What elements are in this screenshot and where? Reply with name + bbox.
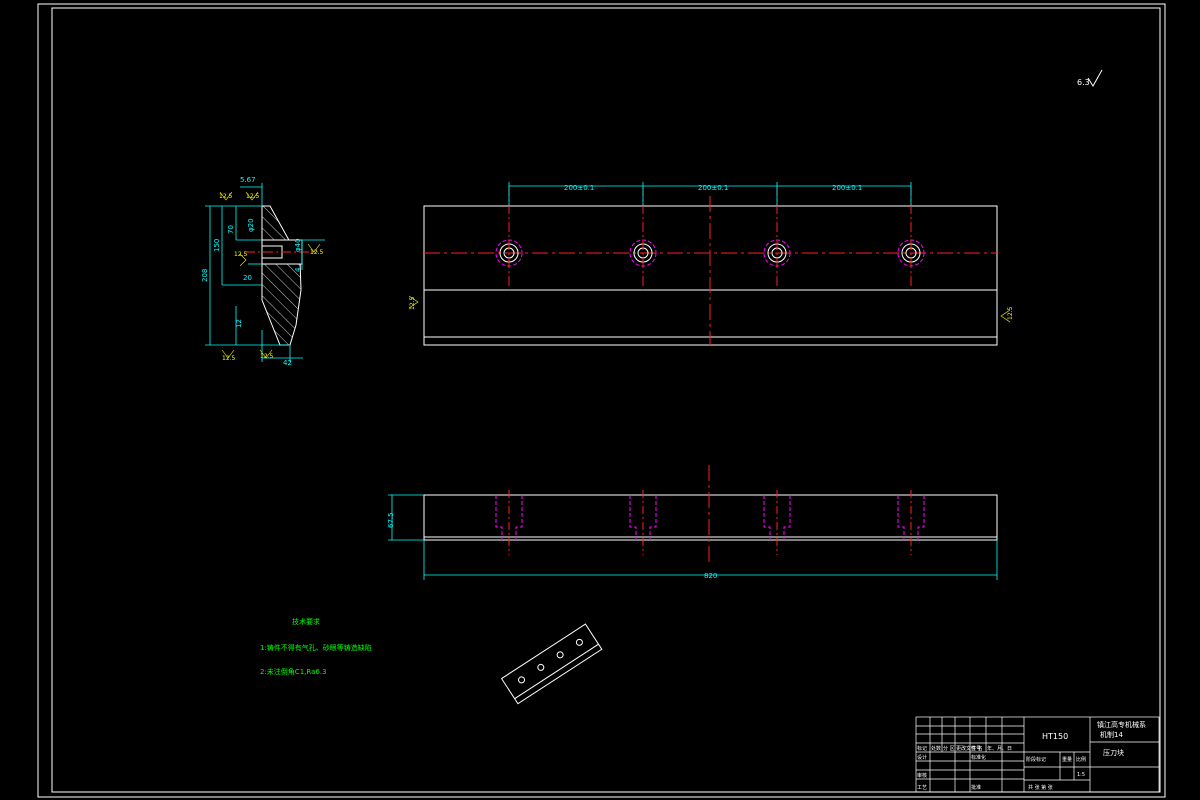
tb-label-weight: 重量 (1062, 756, 1072, 763)
technical-requirements: 技术要求 1:铸件不得有气孔、砂眼等铸造缺陷 2:未注倒角C1,Ra6.3 (260, 617, 372, 676)
section-view: 5.67 208 150 70 φ20 φ40 20 4 12 42 12.5 … (201, 176, 325, 367)
tb-label-sign: 签 名 (971, 745, 983, 752)
tb-school-line2: 机制14 (1100, 730, 1123, 739)
title-block-labels: 标记 处数 分 区 更改文件号 签 名 年、月、日 设计 审核 工艺 标准化 批… (917, 745, 1086, 791)
tb-label-date: 年、月、日 (987, 745, 1012, 752)
dim-42: 42 (283, 359, 292, 367)
dim-150: 150 (213, 239, 221, 252)
dim-section-height: 208 (201, 269, 209, 282)
tb-part-name: 压刀块 (1103, 748, 1124, 757)
section-roughness-bottom: 12.5 (222, 355, 236, 362)
outer-border (37, 3, 1166, 798)
notes-heading: 技术要求 (292, 617, 320, 626)
mounting-hole (629, 186, 657, 290)
tb-label-change-doc: 更改文件号 (956, 745, 981, 752)
tb-label-mark: 标记 (917, 745, 927, 752)
section-roughness-left: 12.5 (234, 251, 248, 258)
front-view: 200±0.1 200±0.1 200±0.1 12.5 12.5 (408, 182, 1014, 346)
tb-material: HT150 (1042, 732, 1068, 741)
dim-pitch-2: 200±0.1 (698, 184, 728, 192)
tb-label-count: 处数 (931, 745, 941, 752)
tb-label-process: 工艺 (917, 785, 927, 791)
dim-total-length: 820 (704, 572, 717, 580)
dim-top-offset: 5.67 (240, 176, 256, 184)
tb-label-scale: 比例 (1076, 756, 1086, 763)
tb-scale-value: 1:5 (1077, 772, 1085, 778)
tb-sheet-count: 共 张 第 张 (1028, 784, 1053, 791)
tb-label-stage: 阶段标记 (1026, 756, 1046, 763)
inner-border (51, 7, 1161, 793)
dim-top-height: 67.5 (387, 512, 395, 528)
dim-phi20: φ20 (247, 218, 255, 232)
tb-label-review: 审核 (917, 772, 927, 779)
notes-line-1: 1:铸件不得有气孔、砂眼等铸造缺陷 (260, 643, 372, 652)
section-roughness-top: 12.5 (219, 193, 233, 200)
section-roughness-bottom2: 12.5 (260, 353, 274, 360)
tb-school-line1: 镇江高专机械系 (1097, 720, 1146, 729)
mounting-hole (897, 186, 925, 290)
tb-label-design: 设计 (917, 754, 927, 761)
front-roughness-left: 12.5 (409, 296, 416, 310)
general-roughness-value: 6.3 (1077, 78, 1090, 87)
section-roughness-top2: 12.5 (246, 193, 260, 200)
dim-12: 12 (235, 319, 243, 328)
title-block (915, 716, 1160, 793)
mounting-hole (763, 186, 791, 290)
dim-70: 70 (227, 225, 235, 234)
section-roughness-right: 12.5 (310, 249, 324, 256)
dim-pitch-3: 200±0.1 (832, 184, 862, 192)
general-roughness-symbol: 6.3 (1077, 69, 1103, 87)
tb-label-zone: 分 区 (943, 745, 955, 752)
mounting-hole (495, 186, 523, 290)
dim-4: 4 (294, 267, 302, 272)
dim-phi40: φ40 (294, 238, 302, 252)
notes-line-2: 2:未注倒角C1,Ra6.3 (260, 667, 327, 676)
front-roughness-right: 12.5 (1007, 306, 1014, 320)
top-view: 67.5 820 (387, 465, 998, 580)
isometric-view (500, 623, 603, 705)
dim-pitch-1: 200±0.1 (564, 184, 594, 192)
tb-label-approve: 批准 (971, 784, 981, 791)
tb-label-standard: 标准化 (971, 754, 986, 761)
dim-20: 20 (243, 274, 252, 282)
